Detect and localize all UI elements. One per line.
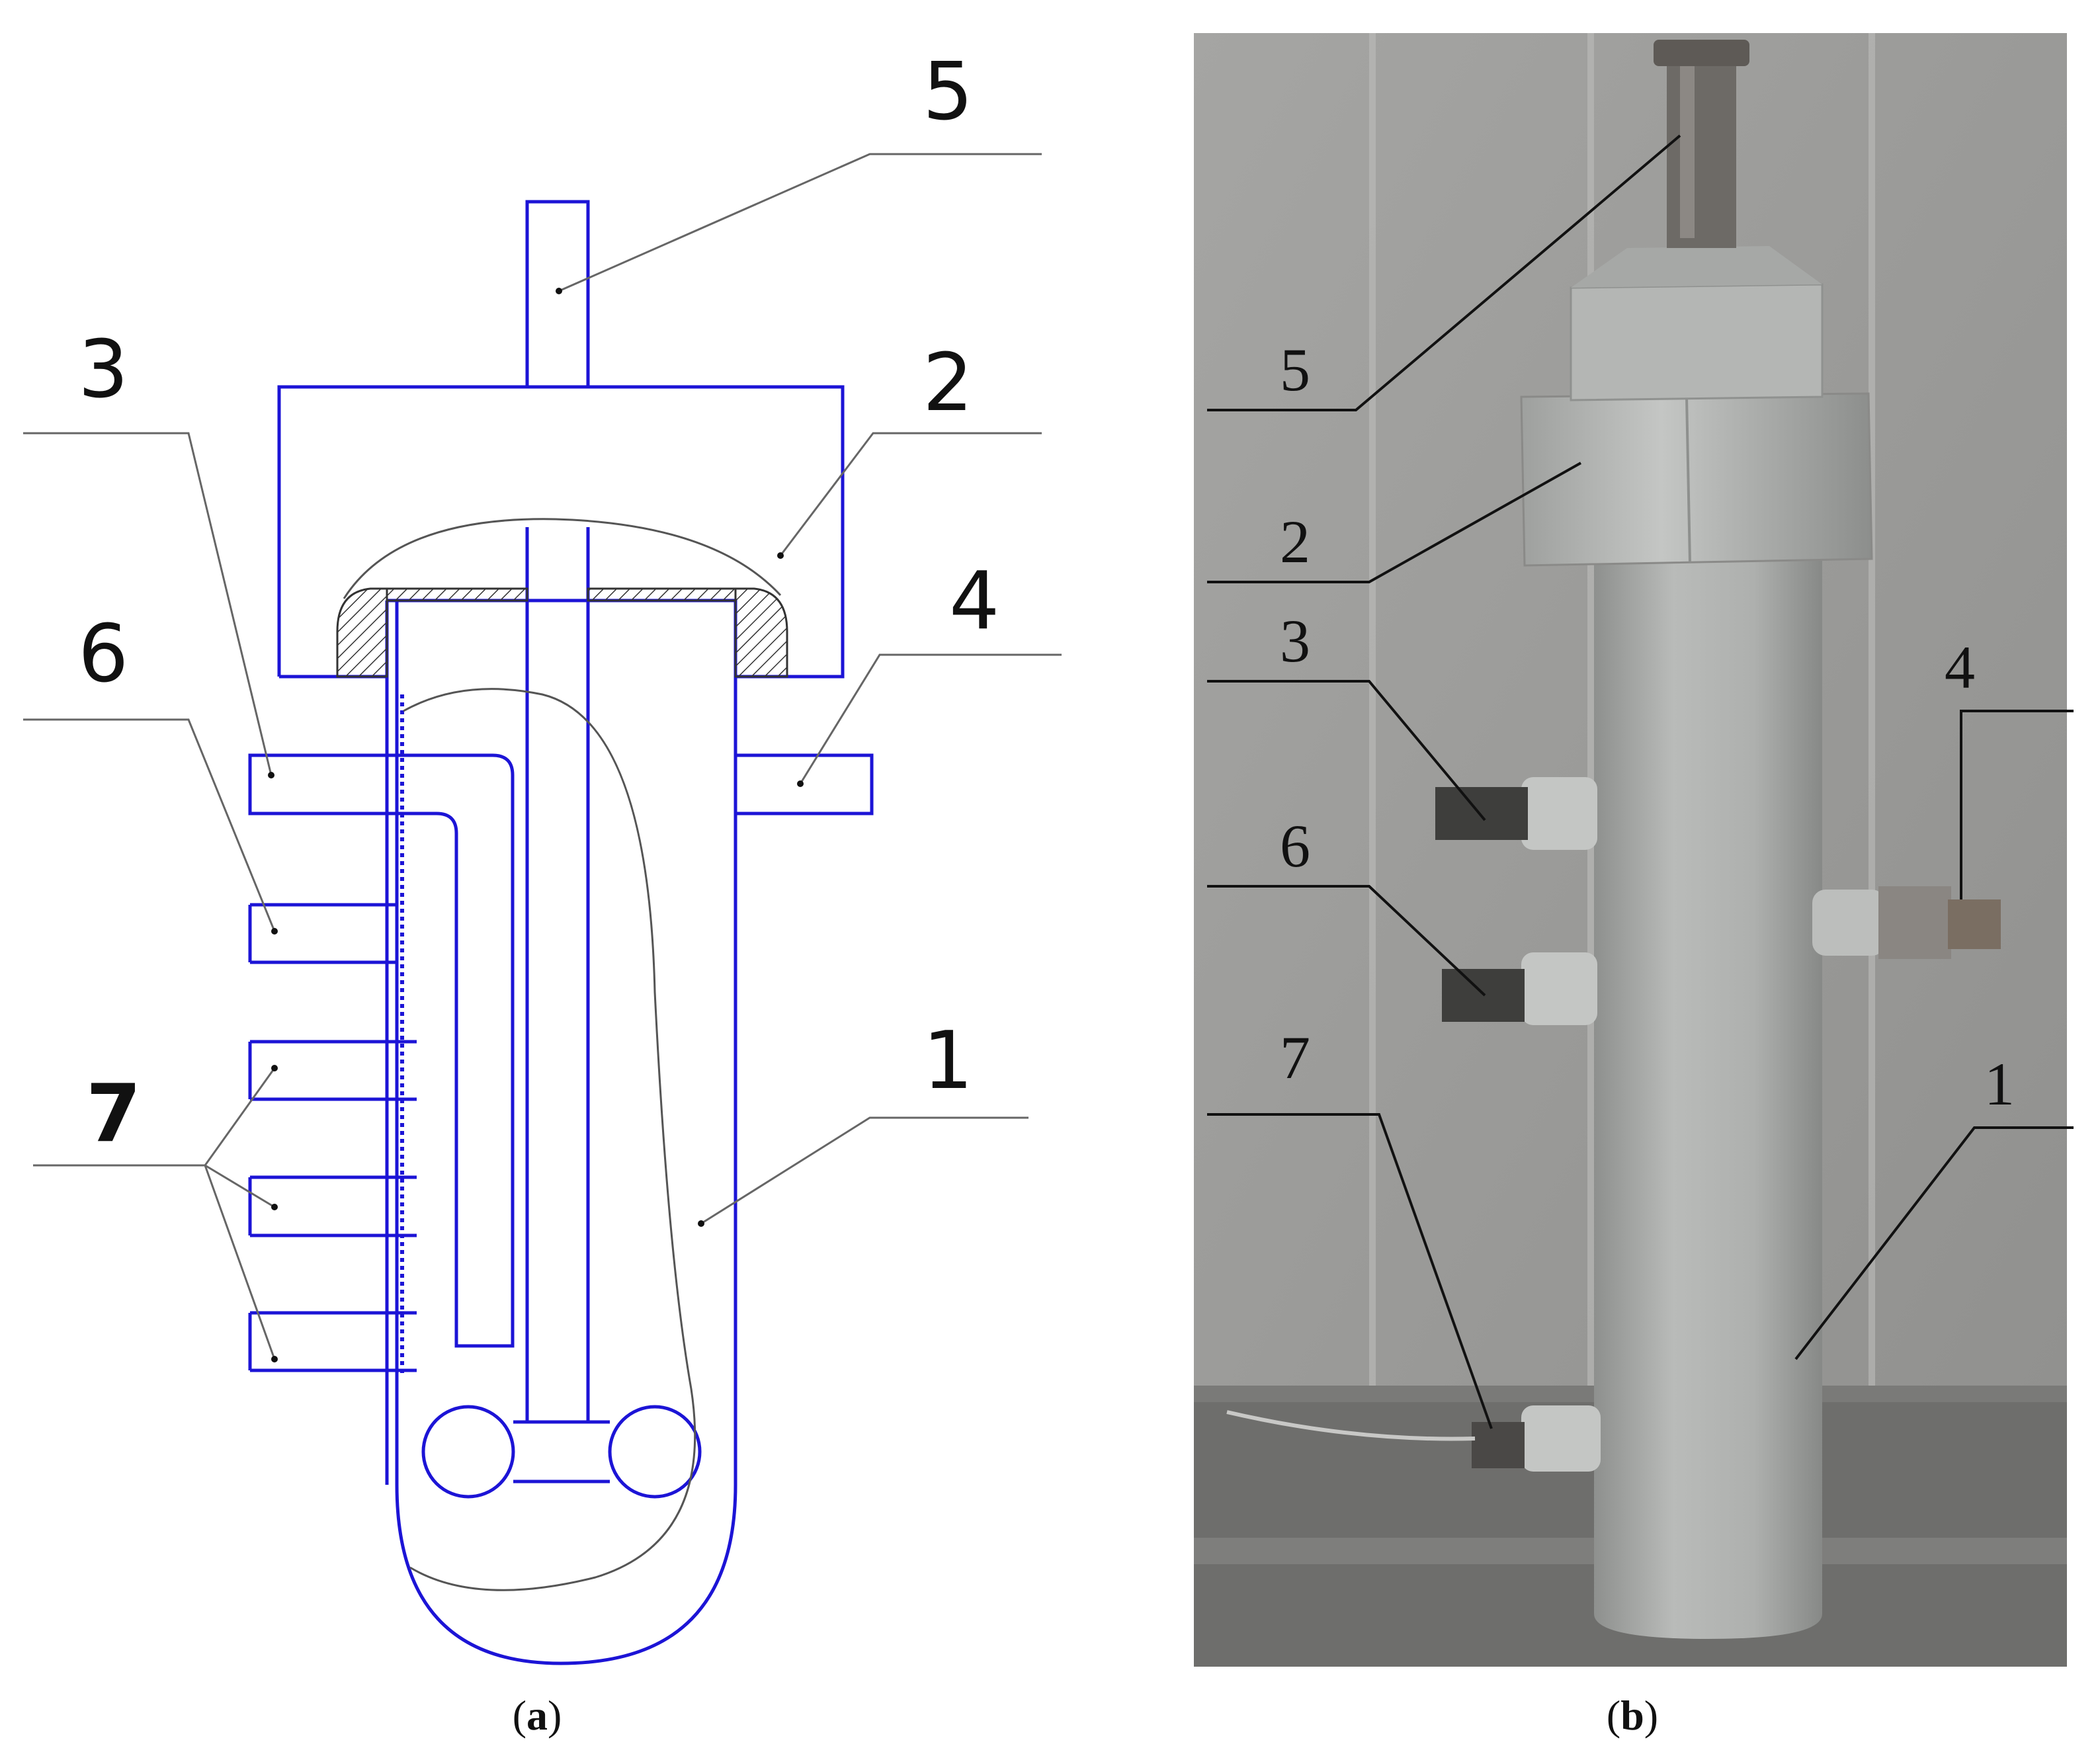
dot-5 — [556, 288, 562, 294]
photo-collar-top — [1571, 246, 1822, 288]
leader-3 — [23, 432, 273, 776]
caption-a-close: ) — [548, 1692, 562, 1739]
seal-left — [336, 587, 388, 678]
label-b-2: 2 — [1280, 508, 1310, 575]
wall-seams — [1369, 33, 1875, 1389]
caption-b-open: ( — [1607, 1692, 1620, 1739]
label-b-3: 3 — [1280, 607, 1310, 675]
leader-7c — [204, 1165, 276, 1360]
photo-collar — [1570, 283, 1824, 401]
leaders-b — [1207, 134, 2074, 1429]
label-a-1: 1 — [923, 1015, 973, 1107]
leader-7b — [204, 1164, 275, 1208]
photo-fitting-7 — [1226, 1405, 1601, 1472]
fitting-3-collar — [1521, 777, 1597, 850]
leaders-a — [23, 153, 1062, 1360]
leader-b-1 — [1794, 1126, 2074, 1360]
leader-4 — [799, 653, 1062, 784]
dot-6 — [271, 928, 278, 935]
label-a-6: 6 — [78, 608, 128, 700]
fitting-4-thread — [1948, 899, 2001, 949]
dot-7a — [271, 1065, 278, 1071]
label-b-5: 5 — [1280, 336, 1310, 403]
caption-b-close: ) — [1644, 1692, 1658, 1739]
shaft-top — [525, 200, 590, 387]
leader-7a — [204, 1067, 276, 1166]
fitting-4-collar — [1812, 890, 1885, 956]
fitting-7-wire — [1226, 1410, 1476, 1441]
caption-a-open: ( — [513, 1692, 526, 1739]
impeller-bar — [513, 1420, 610, 1483]
shaft — [525, 527, 590, 1422]
caption-b: (b) — [1607, 1692, 1658, 1739]
label-a-2: 2 — [923, 337, 973, 429]
photo-shaft-cap — [1654, 40, 1749, 66]
pipe-6 — [248, 903, 397, 964]
cap-outline — [277, 385, 845, 679]
leader-dots-a — [268, 288, 804, 1362]
leader-b-2 — [1207, 462, 1581, 583]
photo-nut — [1520, 392, 1873, 567]
leader-b-4 — [1960, 710, 2074, 899]
dot-3 — [268, 772, 274, 778]
photo-fitting-3 — [1435, 777, 1597, 850]
label-a-4: 4 — [949, 556, 999, 647]
fitting-7-sensor — [1472, 1422, 1525, 1468]
label-a-3: 3 — [78, 324, 128, 416]
photo-fitting-4 — [1812, 886, 2001, 959]
pipe-7c — [248, 1311, 417, 1372]
leader-b-7 — [1207, 1113, 1493, 1429]
photo-body — [1594, 529, 1822, 1639]
fitting-3-nut — [1435, 787, 1528, 840]
vessel-wall — [387, 599, 737, 1665]
flow-loop — [403, 688, 696, 1591]
leader-b-6 — [1207, 885, 1486, 997]
leader-1 — [700, 1116, 1029, 1225]
seal-plate-right — [587, 587, 737, 602]
nut-edge — [1685, 396, 1691, 563]
label-a-7: 7 — [86, 1068, 142, 1160]
leader-5 — [558, 153, 1042, 292]
label-b-6: 6 — [1280, 812, 1310, 880]
caption-a-letter: a — [526, 1692, 548, 1739]
photo-shaft-highlight — [1680, 66, 1695, 238]
impeller-left — [421, 1405, 515, 1499]
dot-7c — [271, 1356, 278, 1362]
panel-b-photo: 5 2 3 6 7 4 1 — [1194, 33, 2074, 1667]
seal-right — [734, 587, 788, 678]
label-b-4: 4 — [1945, 634, 1975, 701]
leader-6 — [23, 718, 276, 932]
flow-curves — [343, 518, 782, 1591]
dot-4 — [797, 780, 804, 787]
label-a-5: 5 — [923, 46, 973, 138]
leader-b-3 — [1207, 680, 1486, 821]
impeller-right — [608, 1405, 702, 1499]
fitting-7-collar — [1521, 1405, 1601, 1472]
dome-curve — [343, 518, 782, 599]
reactor-schematic — [248, 200, 874, 1665]
caption-a: (a) — [513, 1692, 562, 1739]
pipe-7b — [248, 1175, 417, 1237]
photo-shaft — [1667, 50, 1736, 248]
dot-2 — [777, 552, 784, 559]
fitting-6-collar — [1521, 952, 1597, 1025]
leader-2 — [779, 432, 1042, 556]
caption-b-letter: b — [1620, 1692, 1644, 1739]
seal-plate-left — [386, 587, 528, 602]
inner-tube — [248, 753, 515, 1348]
panel-a-drawing: 5 2 3 4 6 1 7 — [23, 46, 1062, 1665]
pipe-4 — [735, 753, 874, 815]
label-b-7: 7 — [1280, 1024, 1310, 1091]
dot-1 — [698, 1220, 704, 1227]
fitting-4-nut — [1878, 886, 1951, 959]
dot-7b — [271, 1204, 278, 1210]
leader-b-5 — [1207, 134, 1681, 411]
pipe-7a — [248, 1040, 417, 1101]
label-b-1: 1 — [1984, 1050, 2015, 1118]
